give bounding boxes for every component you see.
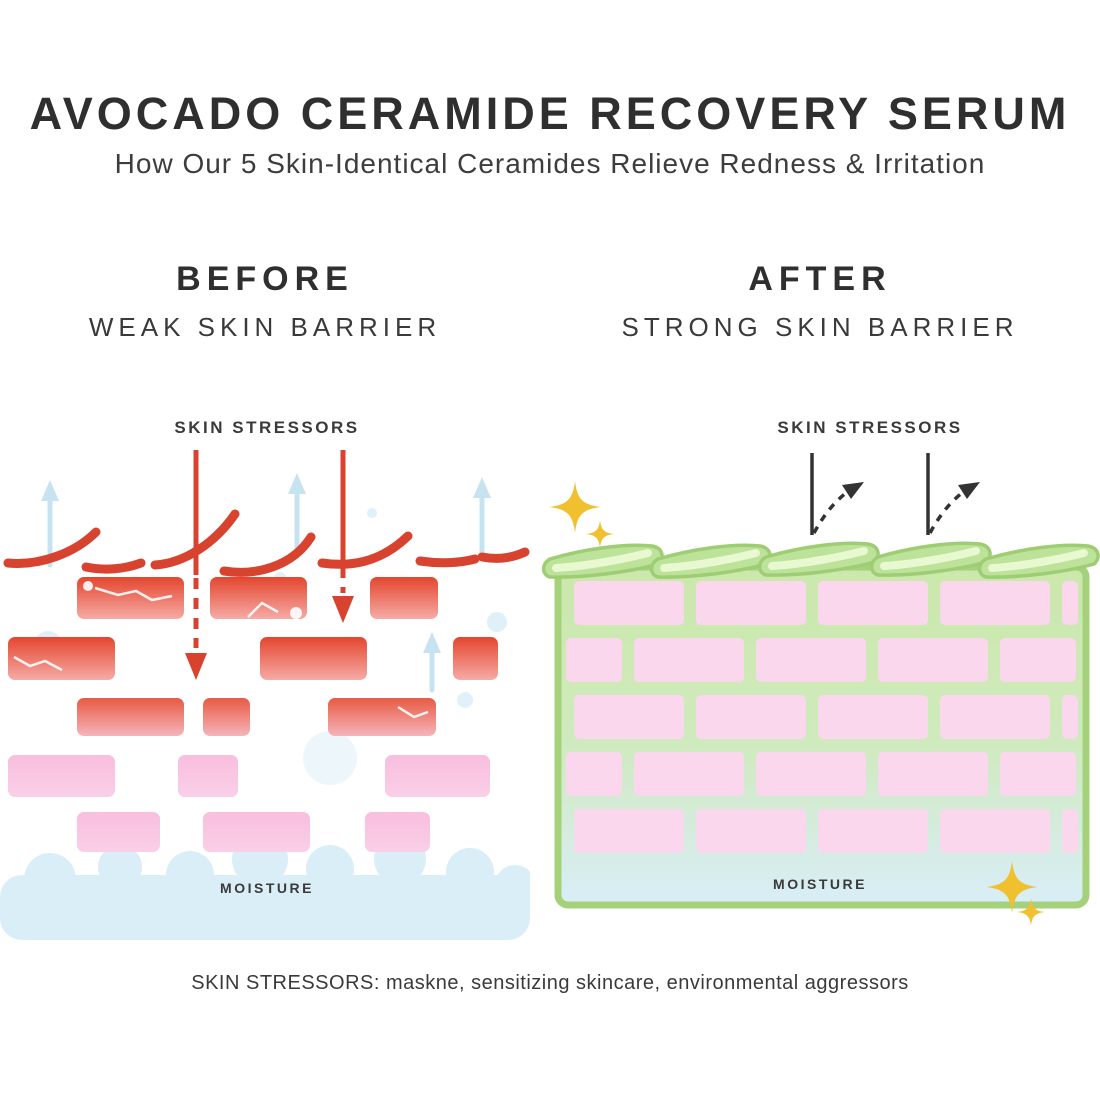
- deflected-stressor-arrows: [810, 453, 980, 535]
- after-subheading: STRONG SKIN BARRIER: [621, 312, 1019, 342]
- after-moisture-label: MOISTURE: [773, 876, 867, 892]
- after-stressors-label: SKIN STRESSORS: [777, 418, 962, 437]
- before-heading: BEFORE: [176, 260, 354, 298]
- damaged-lipid-flakes: [3, 509, 530, 577]
- footer-caption: SKIN STRESSORS: maskne, sensitizing skin…: [191, 972, 909, 994]
- moisture-escape-arrows: [41, 473, 491, 693]
- moisture-cloud: [0, 831, 530, 940]
- before-subheading: WEAK SKIN BARRIER: [88, 312, 442, 342]
- before-stressors-label: SKIN STRESSORS: [174, 418, 359, 437]
- page-title: AVOCADO CERAMIDE RECOVERY SERUM: [29, 88, 1071, 139]
- after-heading: AFTER: [748, 260, 892, 298]
- ceramide-tiles: [544, 543, 1098, 577]
- page-subtitle: How Our 5 Skin-Identical Ceramides Relie…: [114, 148, 986, 179]
- weak-skin-barrier-illustration: SKIN STRESSORS: [0, 418, 530, 940]
- healthy-bricks: [566, 581, 1078, 853]
- penetrating-stressor-arrows: [185, 450, 354, 680]
- before-moisture-label: MOISTURE: [220, 880, 314, 896]
- damaged-bricks: [8, 577, 498, 852]
- brick-cracks: [13, 581, 429, 719]
- strong-skin-barrier-illustration: SKIN STRESSORS: [540, 418, 1100, 926]
- sparkle-icon: [549, 481, 614, 548]
